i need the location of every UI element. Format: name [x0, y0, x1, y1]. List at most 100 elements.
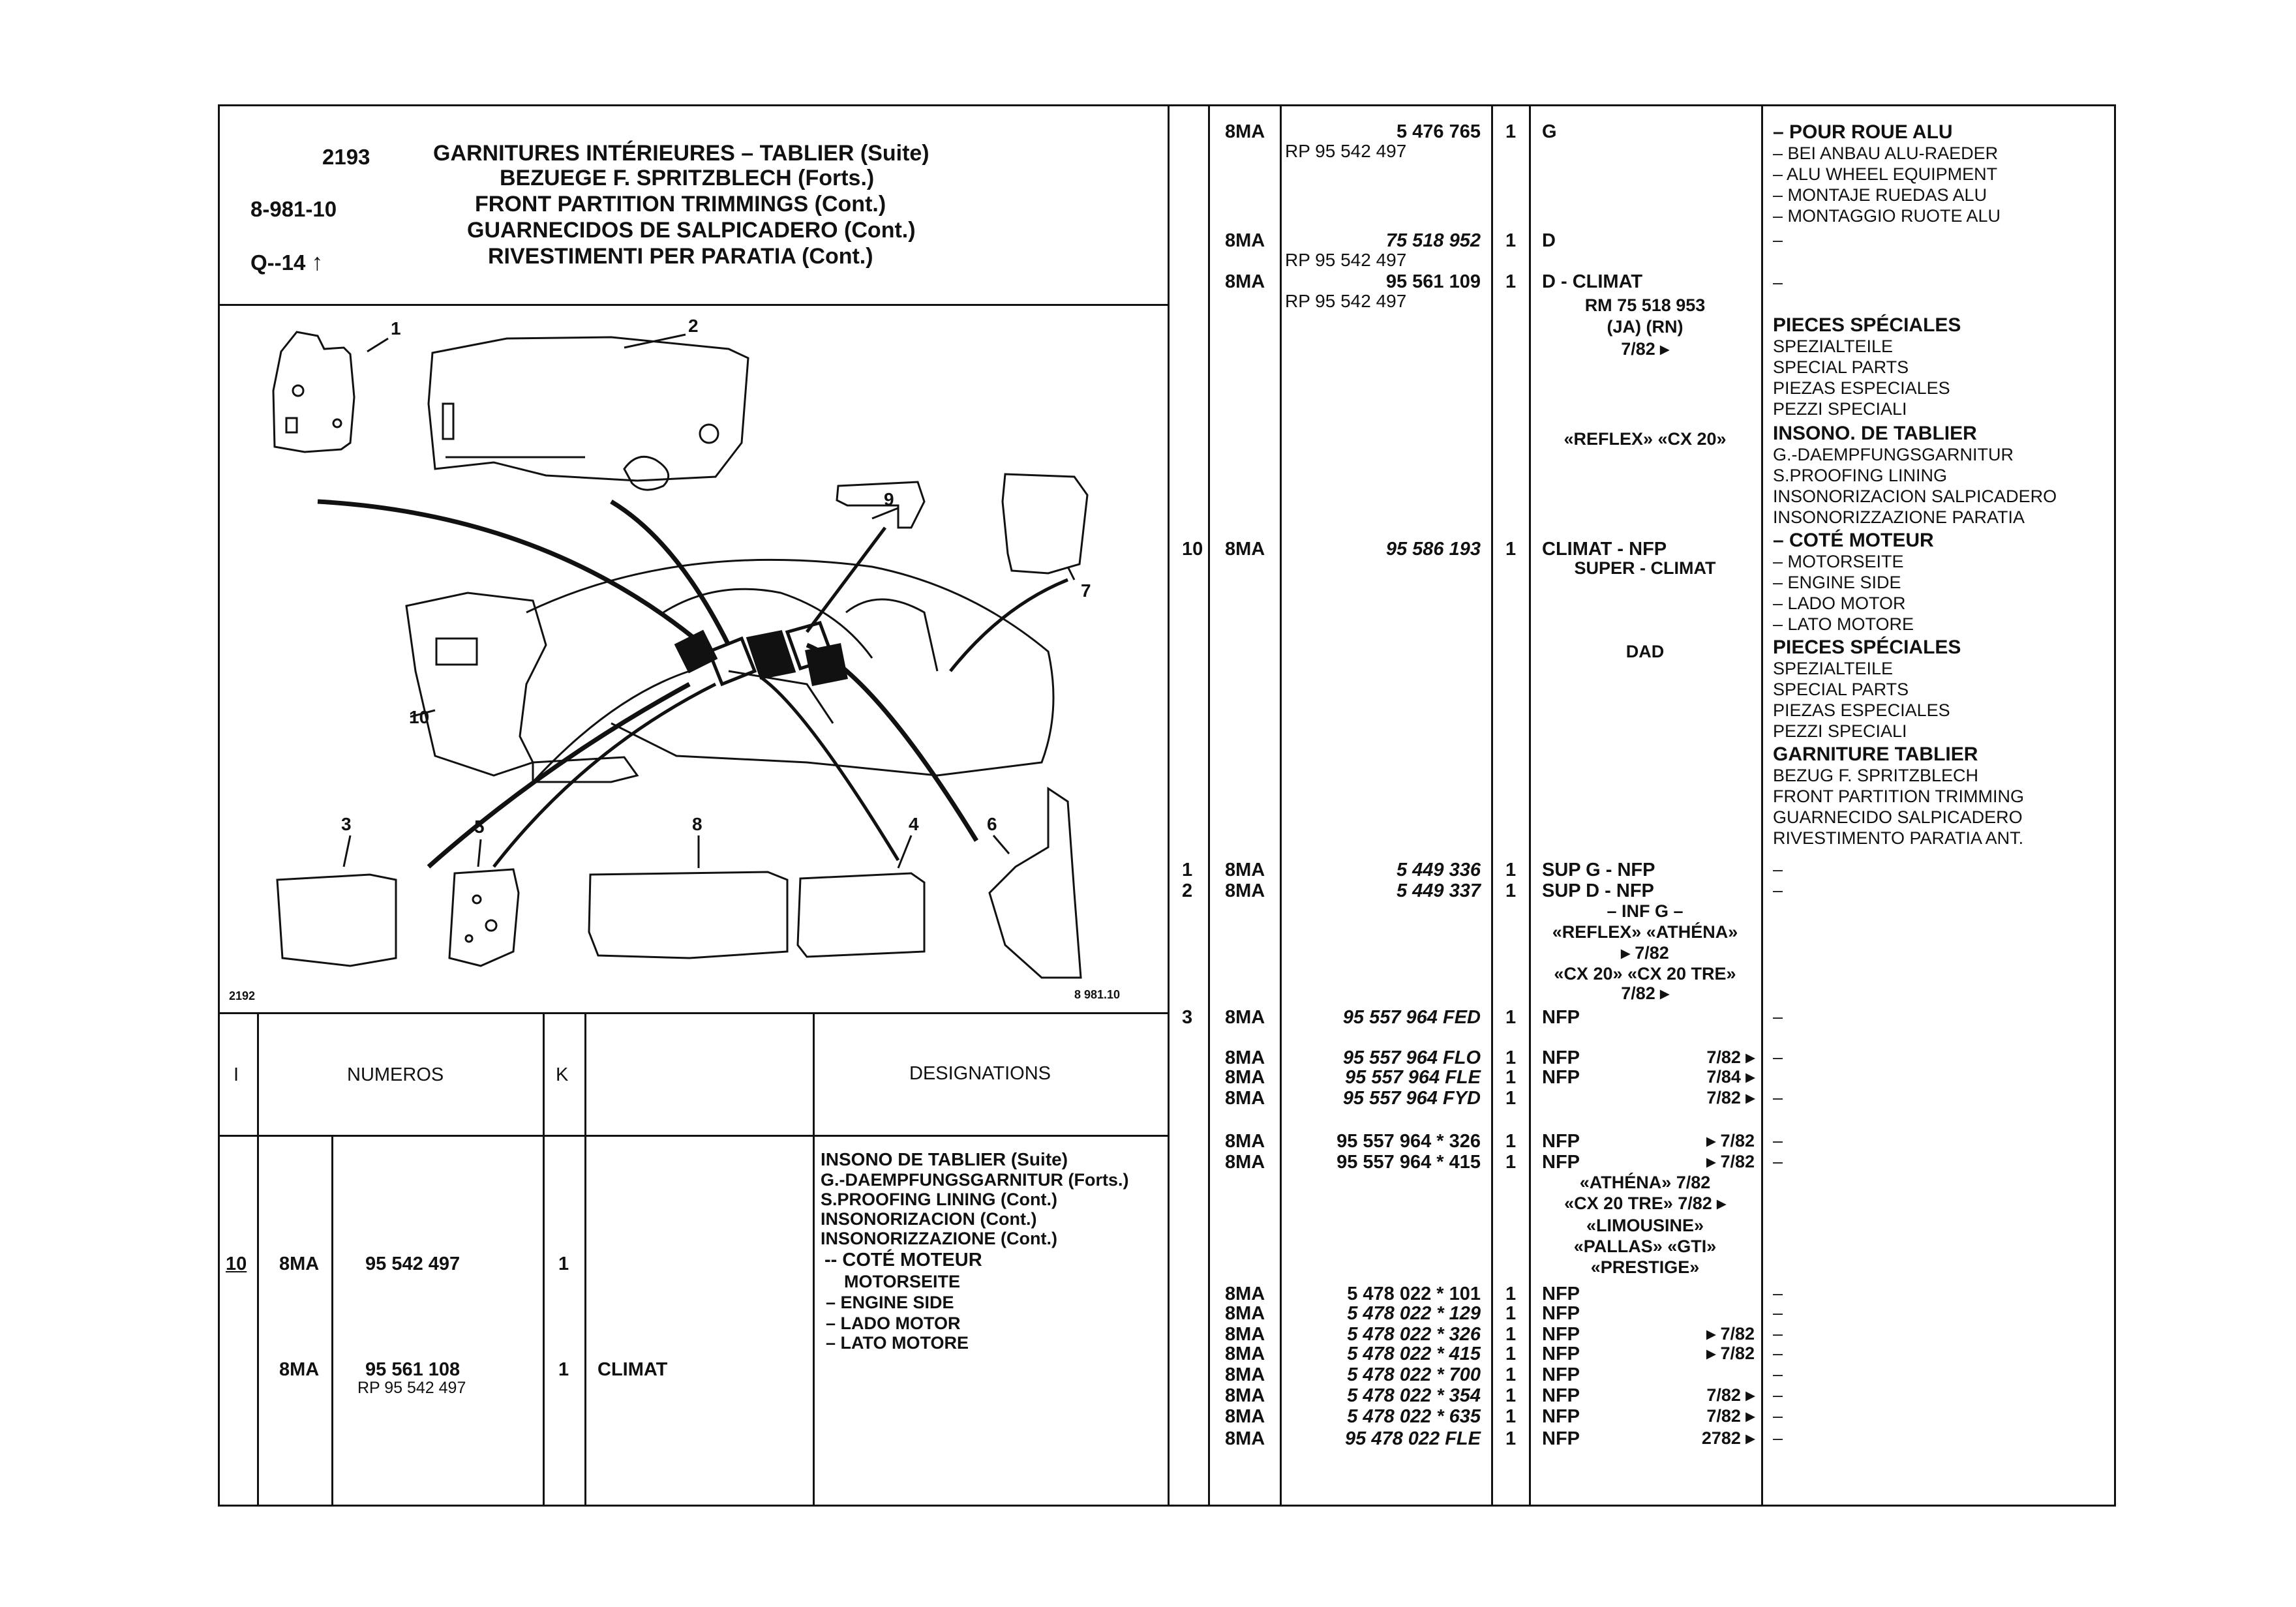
right-designation-line: –: [1773, 1303, 1783, 1323]
callout-3: 3: [341, 814, 352, 834]
right-designation-line: PIECES SPÉCIALES: [1773, 637, 1961, 658]
right-designation-line: GARNITURE TABLIER: [1773, 743, 1978, 765]
right-row-number: 95 557 964 * 326: [1337, 1131, 1481, 1152]
right-remark-line: (JA) (RN): [1607, 317, 1684, 337]
right-designation-line: PEZZI SPECIALI: [1773, 399, 1907, 419]
title-line-de: BEZUEGE F. SPRITZBLECH (Forts.): [500, 166, 875, 190]
right-row-remark: NFP: [1542, 1303, 1580, 1324]
right-designation-line: – LADO MOTOR: [1773, 593, 1906, 613]
part-4-shape: [796, 872, 926, 958]
right-row-prefix: 8MA: [1225, 880, 1265, 901]
callout-9: 9: [884, 489, 894, 509]
right-designation-line: BEZUG F. SPRITZBLECH: [1773, 766, 1979, 785]
right-remark-line: «CX 20 TRE» 7/82 ▸: [1564, 1194, 1726, 1213]
right-row-remark: NFP: [1542, 1152, 1580, 1173]
right-row-qty: 1: [1505, 1007, 1517, 1028]
right-row-qty: 1: [1505, 860, 1517, 880]
right-row-number: 5 478 022 * 354: [1347, 1385, 1481, 1406]
callout-10: 10: [409, 707, 429, 727]
right-row-prefix: 8MA: [1225, 1047, 1265, 1068]
page-frame: [218, 104, 2116, 1507]
right-row-prefix: 8MA: [1225, 1131, 1265, 1152]
right-row-number: 5 478 022 * 700: [1347, 1364, 1481, 1385]
left-desig-line: – LADO MOTOR: [826, 1314, 961, 1333]
left-desig-line: MOTORSEITE: [844, 1272, 961, 1291]
part-8-shape: [588, 871, 789, 959]
right-row-item: 10: [1182, 539, 1203, 560]
right-remark-line: DAD: [1625, 642, 1665, 661]
part-3-shape: [276, 873, 397, 967]
callout-1: 1: [391, 318, 401, 338]
part-1-shape: [272, 331, 355, 453]
right-designation-line: GUARNECIDO SALPICADERO: [1773, 807, 2023, 827]
right-row-qty: 1: [1505, 230, 1517, 251]
right-row-prefix: 8MA: [1225, 1344, 1265, 1364]
right-remark-line: 7/82 ▸: [1621, 339, 1669, 359]
divider-left-right: [1168, 104, 1170, 1507]
right-row-remark: NFP: [1542, 1344, 1580, 1364]
right-row-remark: NFP: [1542, 1385, 1580, 1406]
title-line-it: RIVESTIMENTI PER PARATIA (Cont.): [488, 244, 873, 269]
right-row-number: 5 478 022 * 635: [1347, 1406, 1481, 1427]
left-row2-remark: CLIMAT: [597, 1359, 668, 1380]
right-row-prefix: 8MA: [1225, 1303, 1265, 1324]
left-row2-number: 95 561 108: [365, 1359, 461, 1380]
right-remark-line: 7/82 ▸: [1621, 984, 1669, 1003]
right-row-number: 5 478 022 * 101: [1347, 1284, 1481, 1304]
right-row-date: 7/82 ▸: [1706, 1406, 1755, 1426]
left-row2-qty: 1: [558, 1359, 569, 1380]
left-col-sep-5: [813, 1012, 815, 1507]
leader-7: [949, 578, 1068, 672]
right-row-remark: NFP: [1542, 1047, 1580, 1068]
right-row-remark: D: [1542, 230, 1556, 251]
right-row-prefix: 8MA: [1225, 860, 1265, 880]
right-row-remark: G: [1542, 121, 1557, 142]
right-remark-line: SUPER - CLIMAT: [1574, 558, 1716, 578]
right-row-item: 3: [1182, 1007, 1193, 1028]
leader-3: [427, 682, 691, 869]
right-designation-line: PIECES SPÉCIALES: [1773, 314, 1961, 336]
right-designation-line: G.-DAEMPFUNGSGARNITUR: [1773, 445, 2014, 464]
right-designation-line: –: [1773, 1047, 1783, 1067]
callout-2: 2: [688, 316, 699, 336]
right-row-qty: 1: [1505, 1303, 1517, 1324]
right-col-sep-4: [1529, 104, 1531, 1507]
right-col-sep-1: [1208, 104, 1210, 1507]
left-desig-line: G.-DAEMPFUNGSGARNITUR (Forts.): [821, 1170, 1129, 1190]
right-row-remark: NFP: [1542, 1007, 1580, 1028]
divider-figure: [218, 1012, 1168, 1014]
right-row-qty: 1: [1505, 1047, 1517, 1068]
right-row-number: 95 586 193: [1385, 539, 1481, 560]
right-remark-line: «REFLEX» «ATHÉNA»: [1552, 922, 1738, 942]
right-row-prefix: 8MA: [1225, 1428, 1265, 1449]
right-designation-line: S.PROOFING LINING: [1773, 466, 1948, 485]
right-row-remark: NFP: [1542, 1364, 1580, 1385]
right-row-qty: 1: [1505, 880, 1517, 901]
right-row-qty: 1: [1505, 1385, 1517, 1406]
right-remark-line: ▸ 7/82: [1621, 943, 1669, 963]
reference-sub: Q--14 ↑: [250, 250, 324, 274]
left-desig-line: – ENGINE SIDE: [826, 1293, 954, 1312]
right-designation-line: SPEZIALTEILE: [1773, 659, 1894, 678]
leader-10: [532, 670, 690, 783]
right-row-number: 5 478 022 * 415: [1347, 1344, 1481, 1364]
leader-9: [806, 526, 886, 633]
right-row-number: 95 478 022 FLE: [1345, 1428, 1481, 1449]
right-row-item: 2: [1182, 880, 1193, 901]
leader-6: [806, 642, 978, 842]
right-row-number: 95 557 964 * 415: [1337, 1152, 1481, 1173]
left-desig-line: INSONORIZZAZIONE (Cont.): [821, 1229, 1057, 1248]
right-row-prefix: 8MA: [1225, 271, 1265, 292]
right-row-qty: 1: [1505, 1364, 1517, 1385]
right-designation-line: –: [1773, 1152, 1783, 1171]
right-row-prefix: 8MA: [1225, 1007, 1265, 1028]
right-designation-line: – COTÉ MOTEUR: [1773, 530, 1934, 551]
left-row1-prefix: 8MA: [279, 1254, 320, 1274]
callout-7: 7: [1081, 580, 1091, 601]
right-row-number: 5 478 022 * 129: [1347, 1303, 1481, 1324]
right-designation-line: RIVESTIMENTO PARATIA ANT.: [1773, 828, 2024, 848]
right-row-prefix: 8MA: [1225, 539, 1265, 560]
right-row-remark: NFP: [1542, 1428, 1580, 1449]
part-7-shape: [1001, 473, 1089, 575]
right-row-date: 7/82 ▸: [1706, 1047, 1755, 1067]
